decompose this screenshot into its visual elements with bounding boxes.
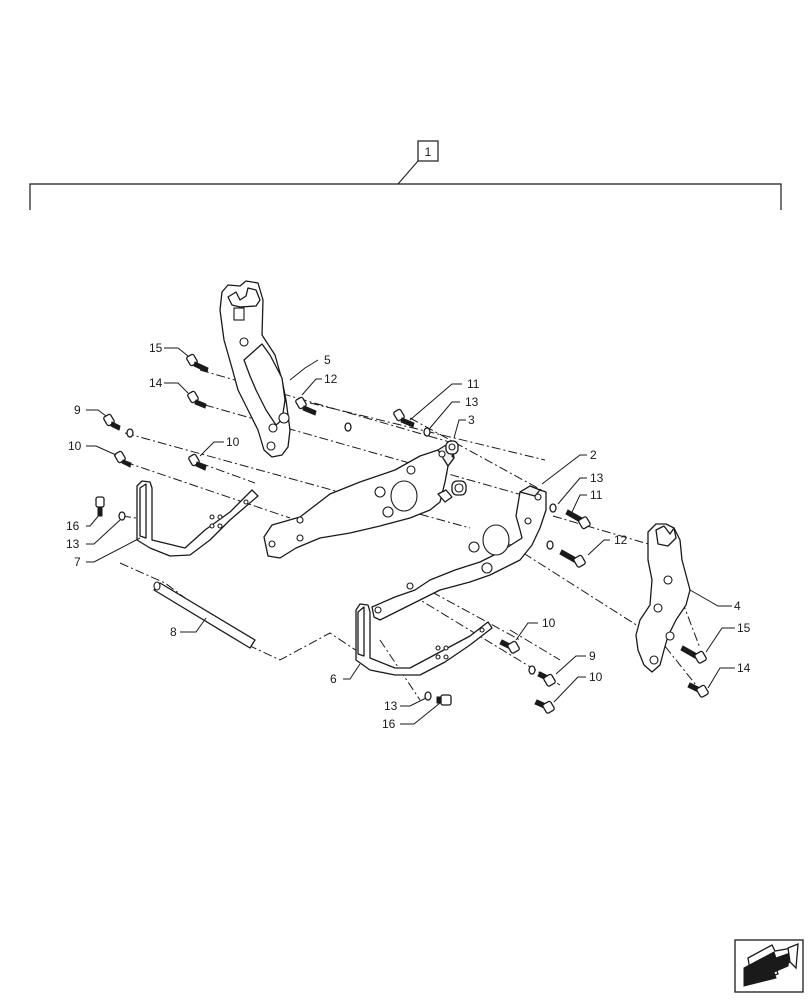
cross-beam-right[interactable] — [371, 485, 547, 621]
label-plate — [233, 307, 245, 321]
leader-lines — [86, 347, 735, 725]
bolt-14-left[interactable] — [187, 390, 207, 409]
callout-15[interactable]: 15 — [737, 621, 751, 635]
callout-12[interactable]: 12 — [324, 372, 338, 386]
callout-3[interactable]: 3 — [468, 413, 475, 427]
next-page-arrow-icon[interactable] — [734, 939, 804, 993]
washer-13-upper[interactable] — [423, 427, 431, 437]
assembly-number: 1 — [425, 145, 432, 159]
fasteners — [95, 353, 709, 714]
lower-bracket-right[interactable] — [355, 603, 493, 676]
washer-13-bottom[interactable] — [424, 691, 432, 701]
callout-10[interactable]: 10 — [68, 439, 82, 453]
callout-11[interactable]: 11 — [467, 377, 480, 391]
callout-13[interactable]: 13 — [590, 471, 604, 485]
bolt-15-left[interactable] — [186, 353, 209, 373]
callout-10[interactable]: 10 — [589, 670, 603, 684]
callout-13[interactable]: 13 — [66, 537, 80, 551]
bolt-11-right[interactable] — [565, 509, 591, 530]
callout-10[interactable]: 10 — [542, 616, 556, 630]
callout-10[interactable]: 10 — [226, 435, 240, 449]
bolt-11-left[interactable] — [393, 408, 415, 428]
bolt-12-right[interactable] — [559, 549, 586, 568]
callout-labels: 15 5 14 12 11 13 9 3 10 10 2 13 11 16 13… — [66, 341, 751, 731]
bolt-9-right[interactable] — [528, 665, 556, 687]
hanger-plate-left[interactable] — [219, 280, 291, 458]
bolt-16-bottom[interactable] — [436, 694, 452, 706]
callout-6[interactable]: 6 — [330, 672, 337, 686]
callout-2[interactable]: 2 — [590, 448, 597, 462]
callout-15[interactable]: 15 — [149, 341, 163, 355]
callout-14[interactable]: 14 — [737, 661, 751, 675]
callout-14[interactable]: 14 — [149, 376, 163, 390]
lower-bracket-left[interactable] — [136, 480, 259, 557]
callout-9[interactable]: 9 — [74, 403, 81, 417]
washer-13-right[interactable] — [549, 503, 557, 513]
callout-4[interactable]: 4 — [734, 599, 741, 613]
bolt-14-right[interactable] — [687, 682, 709, 698]
bolt-10-right-lower[interactable] — [534, 699, 555, 714]
hanger-plate-right[interactable] — [635, 523, 691, 673]
callout-5[interactable]: 5 — [324, 353, 331, 367]
callout-13[interactable]: 13 — [465, 395, 479, 409]
bolt-9-left[interactable] — [103, 413, 134, 438]
bolt-10-right-upper[interactable] — [499, 639, 520, 654]
bolt-10-left[interactable] — [114, 450, 132, 468]
cross-beam-left[interactable] — [263, 440, 467, 559]
bolt-16-left[interactable] — [95, 496, 105, 517]
callout-11[interactable]: 11 — [590, 488, 603, 502]
bolt-15-right[interactable] — [680, 645, 707, 664]
washer-13-left[interactable] — [118, 511, 126, 521]
washer-13-right-mid[interactable] — [546, 540, 554, 550]
connecting-rod[interactable] — [153, 581, 256, 649]
assembly-number-box[interactable]: 1 — [417, 140, 439, 162]
callout-7[interactable]: 7 — [74, 555, 81, 569]
assembly-bracket — [29, 160, 782, 210]
bolt-12-left[interactable] — [295, 396, 317, 416]
callout-8[interactable]: 8 — [170, 625, 177, 639]
callout-12[interactable]: 12 — [614, 533, 628, 547]
callout-16[interactable]: 16 — [382, 717, 396, 731]
washer-13-upper-left[interactable] — [344, 422, 352, 432]
callout-13[interactable]: 13 — [384, 699, 398, 713]
callout-9[interactable]: 9 — [589, 649, 596, 663]
bolt-10-mid[interactable] — [188, 453, 207, 471]
callout-16[interactable]: 16 — [66, 519, 80, 533]
